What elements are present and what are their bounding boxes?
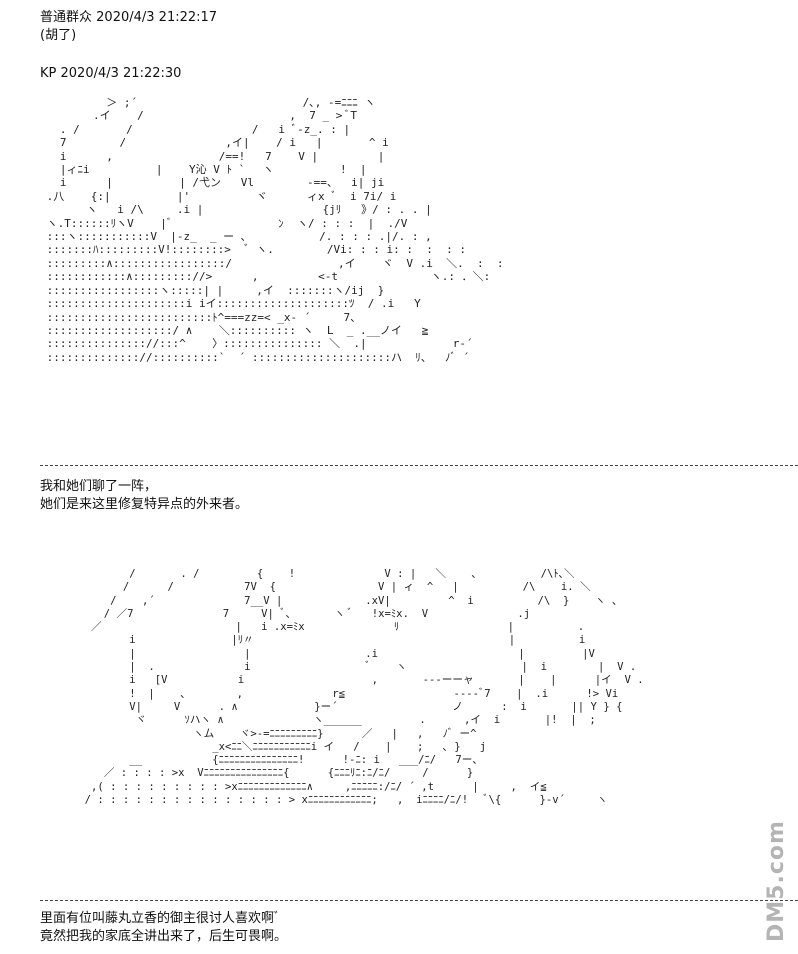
reply1-line2: 她们是来这里修复特异点的外来者。 bbox=[40, 497, 249, 512]
reply2-line2: 竟然把我的家底全讲出来了，后生可畏啊。 bbox=[40, 929, 288, 944]
post1-timestamp: 2020/4/3 21:22:17 bbox=[96, 10, 218, 25]
reply2-line1-mark: ﾞ bbox=[274, 911, 281, 926]
watermark-logo: DM5.com bbox=[764, 820, 789, 942]
post2-author: KP bbox=[40, 66, 57, 81]
post1-text: (胡了) bbox=[40, 28, 77, 43]
ascii-art-1: ＞ ;´ /､, -=ﾆﾆﾆ ヽ .イ / , 7 _ > ﾞT . / / /… bbox=[46, 96, 504, 364]
divider-2 bbox=[40, 900, 798, 901]
reply2-line1-text: 里面有位叫藤丸立香的御主很讨人喜欢啊 bbox=[40, 911, 275, 926]
reply2-line1: 里面有位叫藤丸立香的御主很讨人喜欢啊ﾞ bbox=[40, 911, 281, 927]
divider-1 bbox=[40, 465, 798, 466]
post1-author: 普通群众 bbox=[40, 10, 93, 25]
reply1-line1: 我和她们聊了一阵， bbox=[40, 479, 158, 494]
post2-header: KP 2020/4/3 21:22:30 bbox=[40, 66, 181, 82]
post2-timestamp: 2020/4/3 21:22:30 bbox=[60, 66, 182, 81]
post1-header: 普通群众 2020/4/3 21:22:17 bbox=[40, 10, 217, 26]
ascii-art-2: / . / { ! V : | ＼ ､ /\ﾄ､＼ / / 7V { V | ィ… bbox=[84, 568, 644, 807]
